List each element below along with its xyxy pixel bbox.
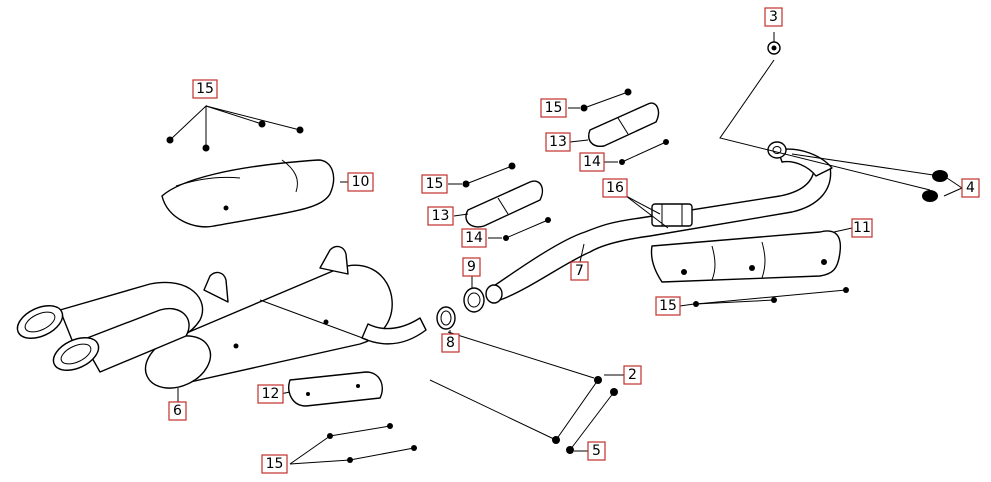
heat-shield-front	[650, 230, 842, 283]
gasket-ring-9	[463, 287, 485, 313]
svg-text:16: 16	[606, 180, 624, 196]
front-exhaust-pipe	[485, 141, 833, 304]
svg-text:15: 15	[426, 176, 444, 192]
callout-15-front-shield: 15	[655, 296, 681, 316]
svg-text:7: 7	[575, 263, 584, 279]
svg-text:2: 2	[628, 367, 637, 383]
svg-text:6: 6	[173, 403, 182, 419]
svg-text:3: 3	[769, 9, 778, 25]
rear-muffler	[16, 245, 427, 389]
svg-text:10: 10	[352, 174, 370, 190]
small-heat-shield-lower	[465, 180, 544, 228]
gasket-ring-8	[436, 306, 456, 330]
callout-3: 3	[764, 7, 783, 27]
callout-12: 12	[257, 384, 284, 404]
svg-text:15: 15	[659, 298, 677, 314]
callout-2: 2	[623, 365, 642, 385]
svg-text:8: 8	[446, 335, 455, 351]
svg-text:5: 5	[592, 443, 601, 459]
svg-text:15: 15	[196, 81, 214, 97]
svg-text:15: 15	[266, 456, 284, 472]
rear-heat-shield	[161, 159, 335, 228]
svg-text:13: 13	[432, 208, 450, 224]
callout-16: 16	[602, 178, 628, 198]
lower-heat-shield	[288, 371, 384, 407]
callout-14-upper: 14	[579, 152, 605, 172]
callout-15-lower-shield: 15	[421, 174, 448, 194]
svg-text:14: 14	[465, 230, 483, 246]
svg-text:9: 9	[467, 259, 476, 275]
callout-7: 7	[570, 261, 589, 281]
svg-text:13: 13	[549, 134, 567, 150]
callout-13-lower: 13	[427, 206, 454, 226]
callouts: 2 3 4 5 6 7 8 9 10 11 12 13 13 14 14 15 …	[168, 7, 980, 474]
callout-14-lower: 14	[461, 228, 487, 248]
leader-lines	[169, 32, 964, 465]
callout-5: 5	[587, 441, 606, 461]
callout-6: 6	[168, 401, 187, 421]
callout-11: 11	[851, 218, 873, 238]
svg-text:11: 11	[853, 220, 871, 236]
svg-text:12: 12	[262, 386, 280, 402]
callout-10: 10	[347, 172, 374, 192]
small-heat-shield-upper	[588, 102, 660, 147]
callout-15-bottom: 15	[261, 454, 288, 474]
callout-4: 4	[961, 178, 980, 198]
callout-13-upper: 13	[545, 132, 571, 152]
callout-8: 8	[441, 333, 460, 353]
svg-text:14: 14	[583, 154, 601, 170]
callout-9: 9	[462, 257, 481, 277]
callout-15-rear-shield: 15	[192, 79, 218, 99]
callout-15-upper-shield: 15	[540, 98, 567, 118]
svg-text:15: 15	[545, 100, 563, 116]
svg-text:4: 4	[966, 180, 975, 196]
